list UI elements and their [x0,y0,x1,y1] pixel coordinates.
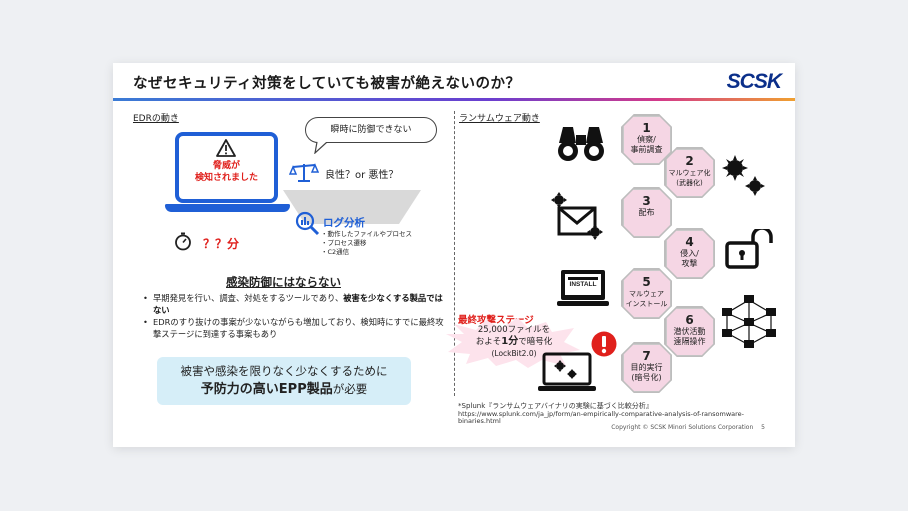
edr-bullet-list: 早期発見を行い、調査、対処をするツールであり、被害を少なくする製品ではない ED… [143,293,448,341]
bullet-item: EDRのすり抜けの事案が少ないながらも増加しており、検知時にすでに最終攻撃ステー… [143,317,448,340]
log-item: ・C2通信 [321,248,350,256]
install-laptop-icon [557,270,609,306]
section-divider [454,111,455,396]
burst-line-2: およそ1分で暗号化 [475,336,553,347]
progress-bar [568,277,598,280]
detection-time: ？？分 [203,237,240,251]
title-gradient-line [113,98,795,101]
epp-callout-box: 被害や感染を限りなく少なくするために 予防力の高いEPP製品が必要 [157,357,411,405]
stage-hex-7: 7 目的実行(暗号化) [622,343,671,392]
ransomware-section-label: ランサムウェア動き [459,114,540,124]
warning-icon [216,139,236,157]
source-citation: *Splunk『ランサムウェアバイナリの実験に基づく比較分析』 https://… [458,402,758,426]
stage-hex-1: 1 偵察/事前調査 [622,115,671,164]
source-url-cont: binaries.html [458,417,501,425]
scsk-logo: SCSK [726,70,782,93]
stopwatch-icon [175,232,191,251]
bullet-item: 早期発見を行い、調査、対処をするツールであり、被害を少なくする製品ではない [143,293,448,316]
speech-bubble-tail [314,142,328,154]
stage-hex-5: 5 マルウェアインストール [622,269,671,318]
log-item: ・動作したファイルやプロセス [321,230,412,238]
speech-bubble: 瞬時に防御できない [305,117,437,143]
network-icon [722,295,776,348]
slide-title: なぜセキュリティ対策をしていても被害が絶えないのか？ [133,76,521,92]
burst-line-3: (LockBit2.0) [491,349,537,358]
magnifier-chart-icon [295,211,320,236]
source-title: *Splunk『ランサムウェアバイナリの実験に基づく比較分析』 [458,402,653,410]
stage-hex-3: 3 配布 [622,188,671,237]
no-infection-prevention-heading: 感染防御にはならない [226,275,341,289]
stage-hex-4: 4 侵入/攻撃 [665,229,714,278]
infected-laptop-icon [538,352,596,391]
gray-arrow-shape [283,190,421,224]
burst-line-1: 25,000ファイルを [477,325,551,335]
alert-exclamation-icon [591,331,617,357]
good-or-evil-text: 良性？or 悪性？ [325,170,399,181]
cta-line-1: 被害や感染を限りなく少なくするために [180,364,388,378]
stage-hex-2: 2 マルウェア化(武器化) [665,148,714,197]
install-label: INSTALL [569,281,597,288]
source-url: https://www.splunk.com/ja_jp/form/an-emp… [458,409,744,418]
cta-line-2: 予防力の高いEPP製品が必要 [200,382,368,397]
threat-detected-text: 脅威が 検知されました [175,160,278,184]
balance-scale-icon [289,163,319,182]
log-item: ・プロセス遷移 [321,239,367,247]
log-items-list: ・動作したファイルやプロセス ・プロセス遷移 ・C2通信 [321,230,412,257]
final-attack-stage-label: 最終攻撃ステージ [458,315,534,326]
infected-mail-icon [551,192,603,240]
log-analysis-title: ログ分析 [323,217,365,229]
binoculars-icon [558,127,604,161]
threat-line-2: 検知されました [194,173,258,183]
slide: なぜセキュリティ対策をしていても被害が絶えないのか？ SCSK EDRの動き 脅… [113,63,795,447]
encryption-speed-text: 25,000ファイルを およそ1分で暗号化 (LockBit2.0) [455,325,573,359]
laptop-screen [175,132,278,203]
edr-section-label: EDRの動き [133,114,179,124]
unlocked-padlock-icon [725,229,773,269]
threat-line-1: 脅威が [212,161,240,171]
virus-icon [722,155,765,196]
stage-hex-6: 6 潜伏活動遠隔操作 [665,307,714,356]
copyright-footer: Copyright © SCSK Minori Solutions Corpor… [611,424,765,431]
laptop-base [165,204,290,212]
